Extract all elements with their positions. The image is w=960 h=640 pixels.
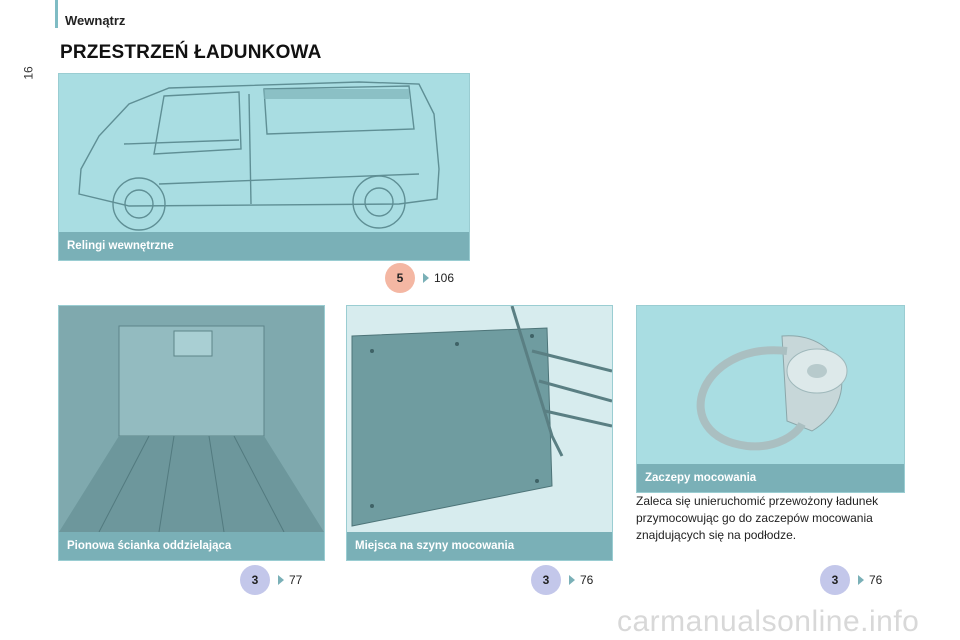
page-title: PRZESTRZEŃ ŁADUNKOWA — [60, 42, 322, 63]
anchors-caption: Zaczepy mocowania — [637, 464, 904, 492]
partition-caption: Pionowa ścianka oddzielająca — [59, 532, 324, 560]
chapter-badge: 3 — [240, 565, 270, 595]
rails-panel: Relingi wewnętrzne — [58, 73, 470, 261]
rail-mounts-panel: Miejsca na szyny mocowania — [346, 305, 613, 561]
rail-mounts-caption: Miejsca na szyny mocowania — [347, 532, 612, 560]
partition-reference[interactable]: 3 77 — [240, 565, 302, 595]
anchors-reference[interactable]: 3 76 — [820, 565, 882, 595]
anchors-panel: Zaczepy mocowania — [636, 305, 905, 493]
chapter-badge: 3 — [820, 565, 850, 595]
chapter-badge: 5 — [385, 263, 415, 293]
cargo-area-illustration — [59, 306, 324, 532]
reference-page: 106 — [434, 271, 455, 285]
page-number: 16 — [21, 66, 36, 80]
chapter-badge: 3 — [531, 565, 561, 595]
partition-panel: Pionowa ścianka oddzielająca — [58, 305, 325, 561]
rails-caption: Relingi wewnętrzne — [59, 232, 469, 260]
section-label: Wewnątrz — [65, 13, 126, 28]
van-illustration — [78, 81, 440, 231]
reference-page: 77 — [289, 573, 303, 587]
arrow-right-icon — [423, 273, 429, 283]
reference-page: 76 — [580, 573, 594, 587]
watermark: carmanualsonline.info — [617, 605, 920, 638]
arrow-right-icon — [858, 575, 864, 585]
tie-down-ring-illustration — [696, 335, 848, 451]
arrow-right-icon — [569, 575, 575, 585]
reference-page: 76 — [869, 573, 883, 587]
section-marker-bar — [55, 0, 58, 28]
rail-mounts-reference[interactable]: 3 76 — [531, 565, 593, 595]
arrow-right-icon — [278, 575, 284, 585]
anchors-note: Zaleca się unieruchomić przewożony ładun… — [636, 494, 879, 542]
side-wall-illustration — [347, 306, 612, 532]
rails-reference[interactable]: 5 106 — [385, 263, 454, 293]
